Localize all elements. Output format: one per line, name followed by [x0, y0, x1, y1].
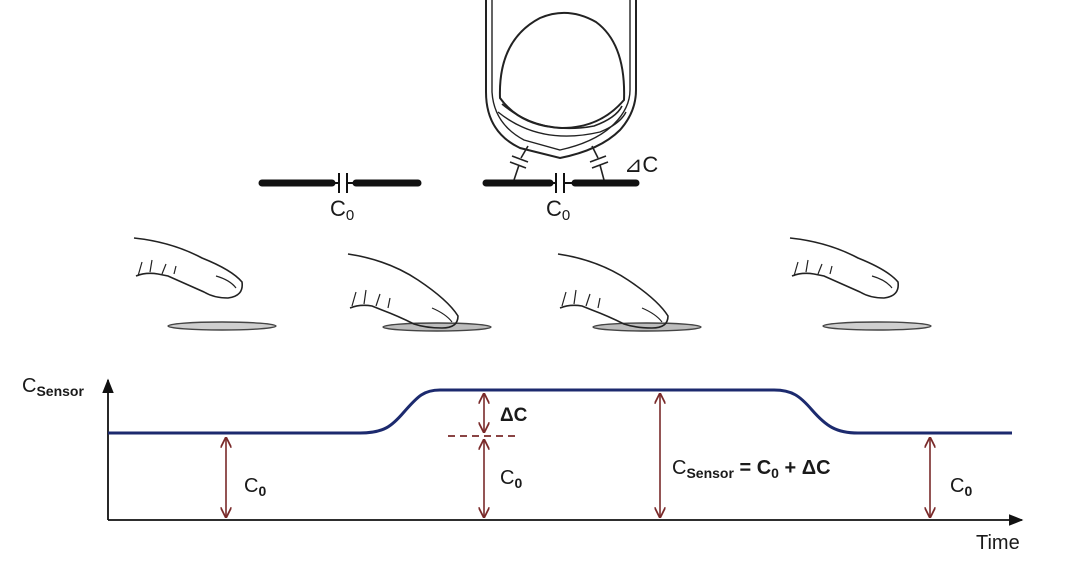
eq-c: C	[672, 457, 686, 479]
finger-touching	[557, 253, 669, 329]
finger-lifted	[133, 237, 244, 299]
signal-curve	[108, 388, 1012, 435]
sensor-pad	[822, 321, 932, 331]
coupling-capacitor-right	[589, 145, 609, 181]
finger-over-sensor: C0 ⊿C	[482, 0, 658, 224]
sensor-pad	[592, 322, 702, 332]
c0-label-graph-right: C0	[950, 475, 972, 499]
bare-capacitor: C0	[258, 173, 422, 224]
c0-main: C	[546, 196, 562, 221]
y-axis-label-main: C	[22, 375, 36, 397]
x-axis-label: Time	[976, 532, 1020, 554]
eq-plus-delta-c: + ΔC	[779, 457, 831, 479]
c0-main: C	[500, 467, 514, 489]
c0-main: C	[950, 475, 964, 497]
capacitance-graph: CSensor Time C0 C0 ΔC CSensor = C0 + ΔC …	[22, 375, 1024, 554]
coupling-capacitor-left	[509, 145, 529, 181]
c0-label-top-right: C0	[546, 196, 570, 224]
c0-main: C	[330, 196, 346, 221]
finger-touching	[347, 253, 459, 329]
c0-sub: 0	[258, 483, 266, 499]
y-axis-label: CSensor	[22, 375, 84, 399]
delta-c-label-graph: ΔC	[500, 405, 528, 426]
finger-lifted	[789, 237, 900, 299]
c0-sub: 0	[562, 207, 570, 224]
finger-outline	[485, 0, 637, 160]
c0-sub: 0	[346, 207, 354, 224]
c0-label-top-left: C0	[330, 196, 354, 224]
c0-main: C	[244, 475, 258, 497]
eq-sub-0: 0	[771, 465, 779, 481]
sensor-pad	[382, 322, 492, 332]
y-axis-label-sub: Sensor	[36, 383, 84, 399]
delta-c-label-top: ⊿C	[624, 152, 658, 177]
c0-label-graph-left: C0	[244, 475, 266, 499]
c0-sub: 0	[964, 483, 972, 499]
eq-sub-sensor: Sensor	[686, 465, 734, 481]
sensor-pad	[167, 321, 277, 331]
finger-inner-outline	[491, 0, 631, 151]
finger-sequence	[133, 237, 932, 332]
c0-label-graph-middle: C0	[500, 467, 522, 491]
eq-equals-c: = C	[734, 457, 771, 479]
fingernail	[498, 11, 626, 130]
c0-sub: 0	[514, 475, 522, 491]
c-sensor-equation: CSensor = C0 + ΔC	[672, 457, 831, 481]
